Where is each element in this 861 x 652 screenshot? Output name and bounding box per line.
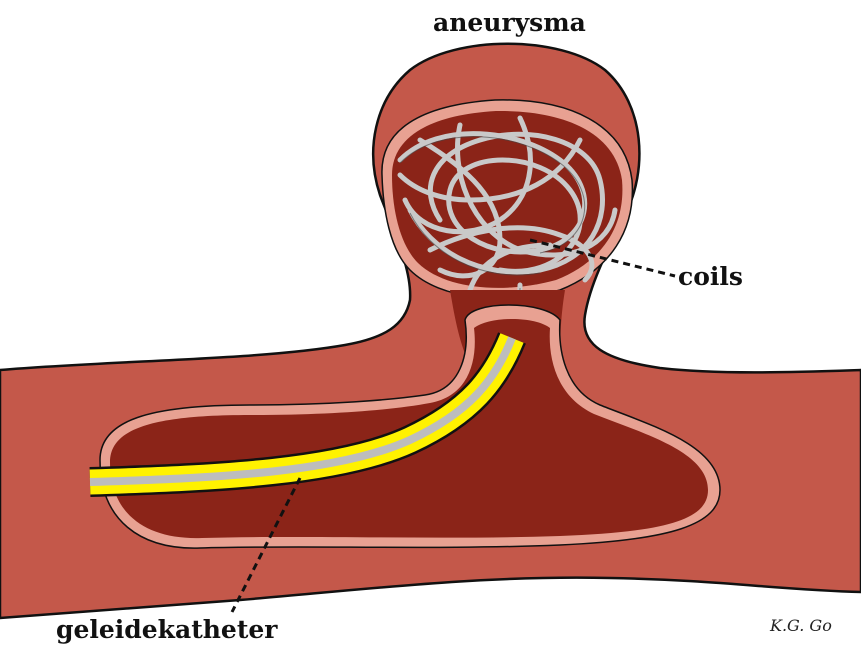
coils-label: coils (678, 262, 743, 291)
catheter-label: geleidekatheter (56, 615, 277, 644)
aneurysm-label: aneurysma (433, 8, 586, 37)
artist-signature: K.G. Go (770, 616, 832, 635)
